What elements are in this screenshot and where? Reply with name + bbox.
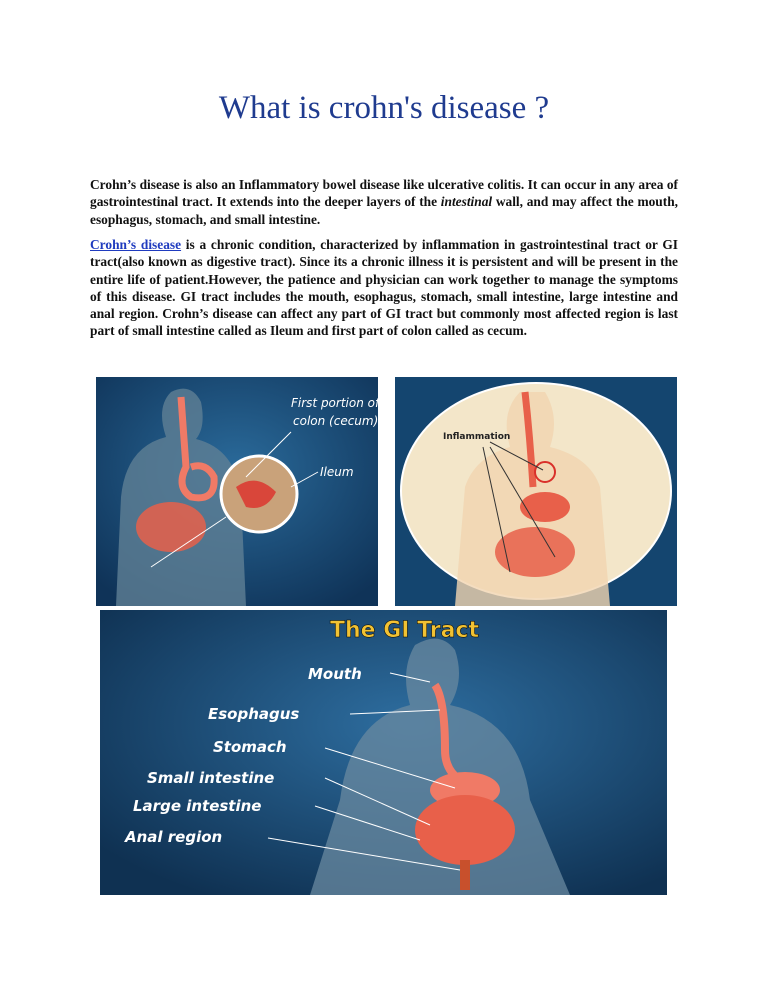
label-stomach: Stomach	[213, 738, 287, 756]
label-large-intestine: Large intestine	[133, 797, 261, 815]
label-esophagus: Esophagus	[208, 705, 299, 723]
label-anal-region: Anal region	[124, 828, 222, 846]
inflammation-illustration: Inflammation	[395, 377, 677, 606]
description-text: is a chronic condition, characterized by…	[90, 237, 678, 339]
crohns-disease-link[interactable]: Crohn’s disease	[90, 237, 182, 252]
gi-tract-illustration: The GI Tract Mouth Esophagus Stomach Sma…	[100, 610, 667, 895]
figure-title: The GI Tract	[330, 618, 479, 643]
intro-italic: intestinal	[440, 194, 493, 210]
label-ileum: Ileum	[320, 465, 354, 479]
intro-text: Crohn’s disease is also an Inflammatory …	[90, 177, 678, 210]
label-cecum-line2: colon (cecum)	[293, 414, 378, 428]
intro-paragraph: Crohn’s disease is also an Inflammatory …	[90, 176, 678, 228]
label-inflammation: Inflammation	[443, 432, 510, 442]
label-mouth: Mouth	[308, 665, 362, 683]
intro-text-end: wall, and may affect the mouth, esophagu…	[90, 194, 678, 227]
cecum-ileum-illustration: First portion of the colon (cecum) Ileum	[96, 377, 378, 606]
label-small-intestine: Small intestine	[147, 769, 274, 787]
page-title: What is crohn's disease ?	[218, 90, 550, 126]
label-cecum-line1: First portion of the	[291, 396, 378, 410]
description-paragraph: Crohn’s disease is a chronic condition, …	[90, 236, 678, 340]
